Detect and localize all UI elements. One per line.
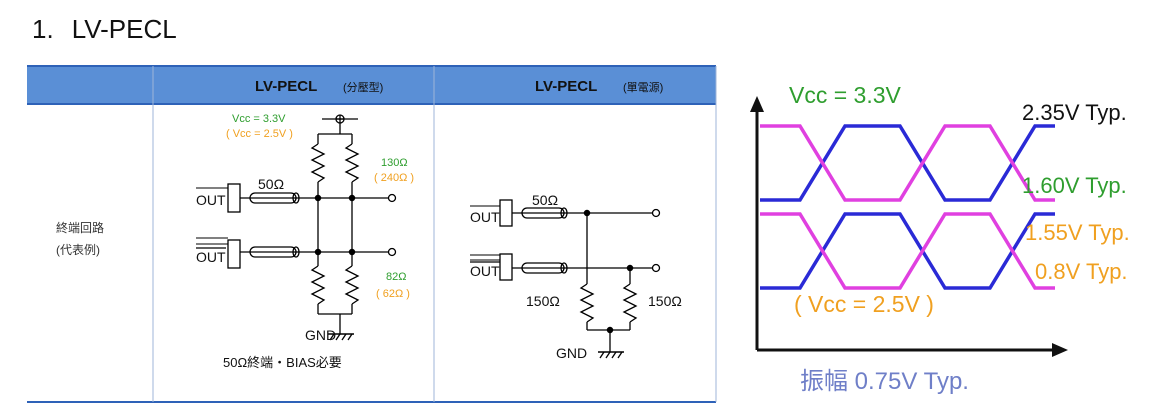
resistor-right-2: [622, 283, 638, 323]
v-high-top-label: 2.35V Typ.: [1022, 100, 1127, 125]
resistor-top-right: [344, 143, 360, 183]
v-high-bottom-label: 1.55V Typ.: [1025, 220, 1130, 245]
caption-left: 50Ω終端・BIAS必要: [223, 355, 342, 370]
waveform-diagram: Vcc = 3.3V 2.35V Typ. 1.60V Typ. 1.55V T…: [750, 82, 1130, 395]
r-top-green: 130Ω: [381, 157, 408, 169]
transmission-line-outbar: [249, 246, 297, 258]
vcc-25-wave-label: ( Vcc = 2.5V ): [794, 291, 934, 317]
transmission-line-outbar-right: [521, 262, 565, 274]
termination-table: LV-PECL (分壓型) LV-PECL (單電源) 終端回路 (代表例): [27, 65, 717, 403]
resistor-bottom-left: [310, 265, 326, 305]
outbar-terminal-right: [651, 263, 661, 273]
line-impedance-left: 50Ω: [258, 176, 284, 192]
swing-label: 振幅 0.75V Typ.: [800, 368, 969, 395]
out-label-left: OUT: [196, 192, 226, 208]
outbar-label-right: OUT: [470, 263, 500, 279]
driver-box-out-right: [499, 199, 513, 227]
y-axis-arrow: [750, 96, 764, 112]
resistor-bottom-right: [344, 265, 360, 305]
x-axis-arrow: [1052, 343, 1068, 357]
driver-box-outbar: [227, 239, 241, 269]
outbar-label-left: OUT: [196, 249, 226, 265]
r-bottom-orange: ( 62Ω ): [376, 288, 410, 300]
outbar-terminal-left: [387, 247, 397, 257]
col2-subheader: (單電源): [623, 80, 663, 94]
resistor-top-left: [310, 143, 326, 183]
vcc-33-label: Vcc = 3.3V: [232, 113, 286, 125]
driver-box-out: [227, 183, 241, 213]
section-title: LV-PECL: [71, 14, 177, 44]
wave-bottom-magenta: [760, 212, 1055, 290]
v-low-top-label: 1.60V Typ.: [1022, 173, 1127, 198]
gnd-label-right: GND: [556, 345, 587, 361]
col1-subheader: (分壓型): [343, 80, 383, 94]
r-bottom-green: 82Ω: [386, 271, 406, 283]
line-impedance-right: 50Ω: [532, 192, 558, 208]
col2-header: LV-PECL: [535, 78, 597, 95]
r-right-2-label: 150Ω: [648, 293, 682, 309]
node-out-1: [314, 194, 322, 202]
out-terminal-right: [651, 208, 661, 218]
vcc-25-label: ( Vcc = 2.5V ): [226, 128, 293, 140]
v-low-bottom-label: 0.8V Typ.: [1035, 259, 1128, 284]
wave-top-magenta: [760, 124, 1055, 202]
vcc-33-wave-label: Vcc = 3.3V: [789, 82, 902, 108]
row-label-line2: (代表例): [56, 243, 100, 257]
circuit-single-supply: OUT 50Ω OUT 150Ω 150Ω G: [470, 192, 682, 361]
gnd-label-left: GND: [305, 327, 336, 343]
transmission-line-out-right: [521, 207, 565, 219]
row-label-line1: 終端回路: [56, 220, 104, 235]
circuit-divider-termination: Vcc = 3.3V ( Vcc = 2.5V ) 130Ω ( 240Ω ) …: [196, 113, 414, 370]
out-terminal-left: [387, 193, 397, 203]
node-out-2: [348, 194, 356, 202]
resistor-right-1: [579, 283, 595, 323]
section-heading: 1. LV-PECL: [32, 14, 177, 45]
table-header-band: [27, 66, 716, 104]
r-top-orange: ( 240Ω ): [374, 172, 414, 184]
transmission-line-out: [249, 192, 297, 204]
r-right-1-label: 150Ω: [526, 293, 560, 309]
col1-header: LV-PECL: [255, 78, 317, 95]
section-number: 1.: [32, 14, 54, 44]
out-label-right: OUT: [470, 209, 500, 225]
driver-box-outbar-right: [499, 253, 513, 281]
